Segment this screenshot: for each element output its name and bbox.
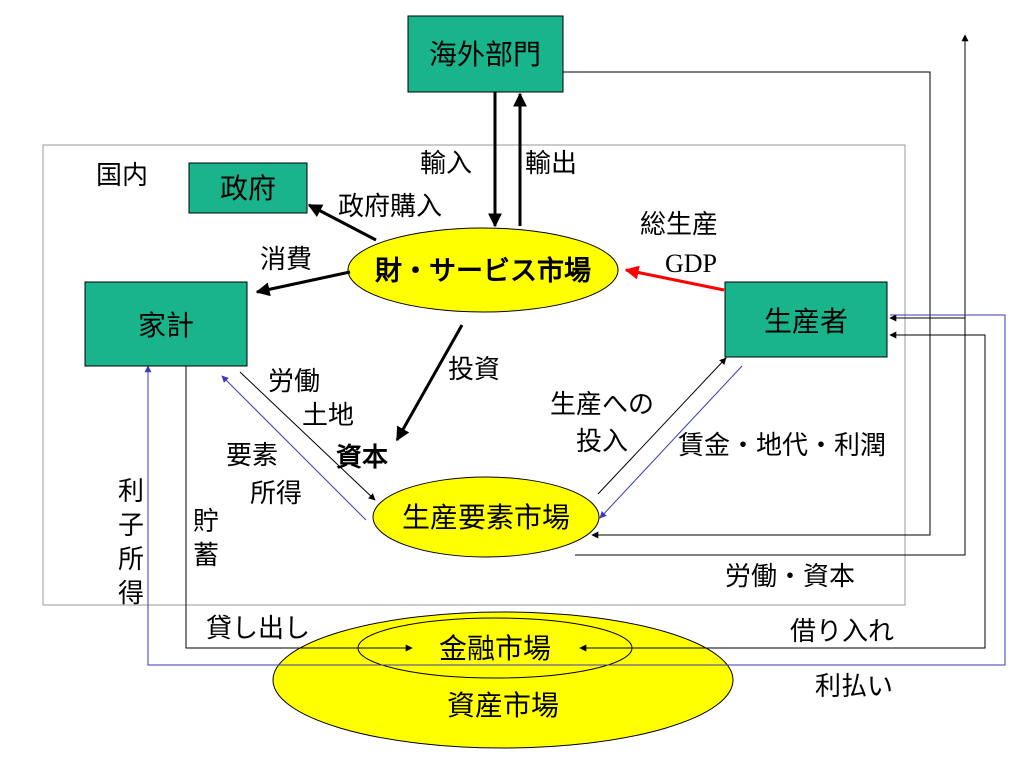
- foreign-sector-box: [407, 15, 564, 93]
- flow-interest-payment: [144, 314, 1006, 666]
- exports-label: 輸出: [525, 149, 577, 179]
- factor-income-label-1: 要素: [226, 441, 278, 471]
- government-box: [188, 162, 308, 214]
- arrow-factor-income: [221, 375, 367, 521]
- household-box: [84, 281, 248, 367]
- wages-rent-profit-label: 賃金・地代・利潤: [678, 431, 886, 461]
- factor-income-label-2: 所得: [250, 479, 302, 509]
- input-to-production-label-2: 投入: [576, 427, 628, 457]
- domestic-label: 国内: [96, 161, 148, 191]
- goods-market-ellipse: [347, 227, 619, 313]
- foreign-sector-label: 海外部門: [429, 38, 541, 71]
- producer-box: [724, 281, 888, 358]
- arrow-consumption: [255, 270, 351, 297]
- factor-market-ellipse: [372, 476, 600, 558]
- gdp-label: GDP: [665, 249, 717, 278]
- borrowing-label: 借り入れ: [790, 617, 894, 647]
- arrow-gdp: [624, 265, 725, 292]
- interest-income-label-1: 利: [118, 477, 144, 507]
- arrow-wages-rent-profit: [599, 365, 743, 519]
- consumption-label: 消費: [260, 245, 312, 275]
- flow-foreign-producer-outer: [889, 34, 969, 322]
- arrow-input-to-production: [597, 357, 727, 495]
- gov-purchase-label: 政府購入: [338, 192, 442, 222]
- interest-payment-label: 利払い: [815, 672, 893, 702]
- arrow-investment: [395, 324, 464, 442]
- savings-label-2: 蓄: [193, 541, 219, 571]
- total-production-label: 総生産: [640, 210, 718, 240]
- imports-label: 輸入: [420, 149, 472, 179]
- arrow-labor-land-capital: [239, 371, 376, 501]
- capital-label: 資本: [336, 443, 388, 473]
- government-label: 政府: [220, 172, 276, 205]
- flow-savings-lending: [185, 366, 413, 652]
- household-label: 家計: [138, 309, 194, 342]
- savings-label-1: 貯: [193, 507, 219, 537]
- interest-income-label-3: 所: [118, 545, 144, 575]
- labor-capital-label: 労働・資本: [725, 562, 855, 592]
- investment-label: 投資: [448, 355, 500, 385]
- interest-income-label-2: 子: [118, 511, 144, 541]
- factor-market-label: 生産要素市場: [402, 501, 570, 534]
- land-label: 土地: [302, 401, 354, 431]
- financial-market-label: 金融市場: [439, 632, 551, 665]
- interest-income-label-4: 得: [118, 579, 144, 609]
- goods-market-label: 財・サービス市場: [375, 255, 591, 287]
- labor-label: 労働: [268, 367, 320, 397]
- flow-borrowing: [579, 331, 986, 652]
- input-to-production-label-1: 生産への: [550, 390, 654, 420]
- domestic-region: [42, 144, 906, 606]
- producer-label: 生産者: [764, 305, 848, 338]
- asset-market-label: 資産市場: [447, 689, 559, 722]
- lending-label: 貸し出し: [206, 614, 310, 644]
- arrow-gov-purchase: [307, 203, 377, 242]
